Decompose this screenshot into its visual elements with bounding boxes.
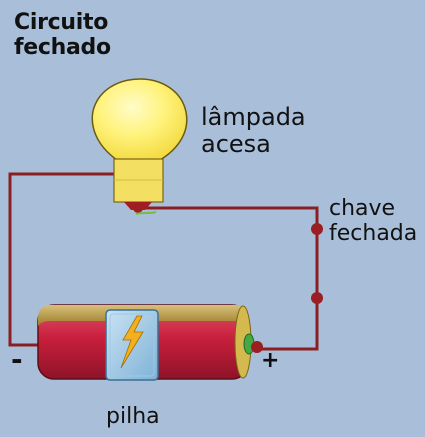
title-line-1: Circuito xyxy=(14,10,109,35)
diagram-title: Circuito fechado xyxy=(14,10,111,60)
switch-contact-top xyxy=(311,223,323,235)
lamp-bulb-icon xyxy=(91,78,188,215)
title-line-2: fechado xyxy=(14,34,111,60)
switch-label-line-1: chave xyxy=(329,196,396,221)
wire-bottom-right xyxy=(258,298,319,351)
lightning-bolt-icon xyxy=(120,315,144,369)
lamp-label: lâmpada acesa xyxy=(201,104,306,158)
switch-label: chave fechada xyxy=(329,196,418,246)
wire-left xyxy=(8,172,115,347)
battery-label: pilha xyxy=(106,404,160,429)
wire-top-right xyxy=(142,206,319,229)
negative-terminal-sign: - xyxy=(11,343,23,376)
lamp-label-line-1: lâmpada xyxy=(201,103,306,131)
battery-icon xyxy=(37,304,263,381)
lamp-label-line-2: acesa xyxy=(201,129,271,158)
positive-terminal-sign: + xyxy=(261,348,280,373)
switch-label-line-2: fechada xyxy=(329,220,418,246)
switch-contact-bottom xyxy=(311,292,323,304)
